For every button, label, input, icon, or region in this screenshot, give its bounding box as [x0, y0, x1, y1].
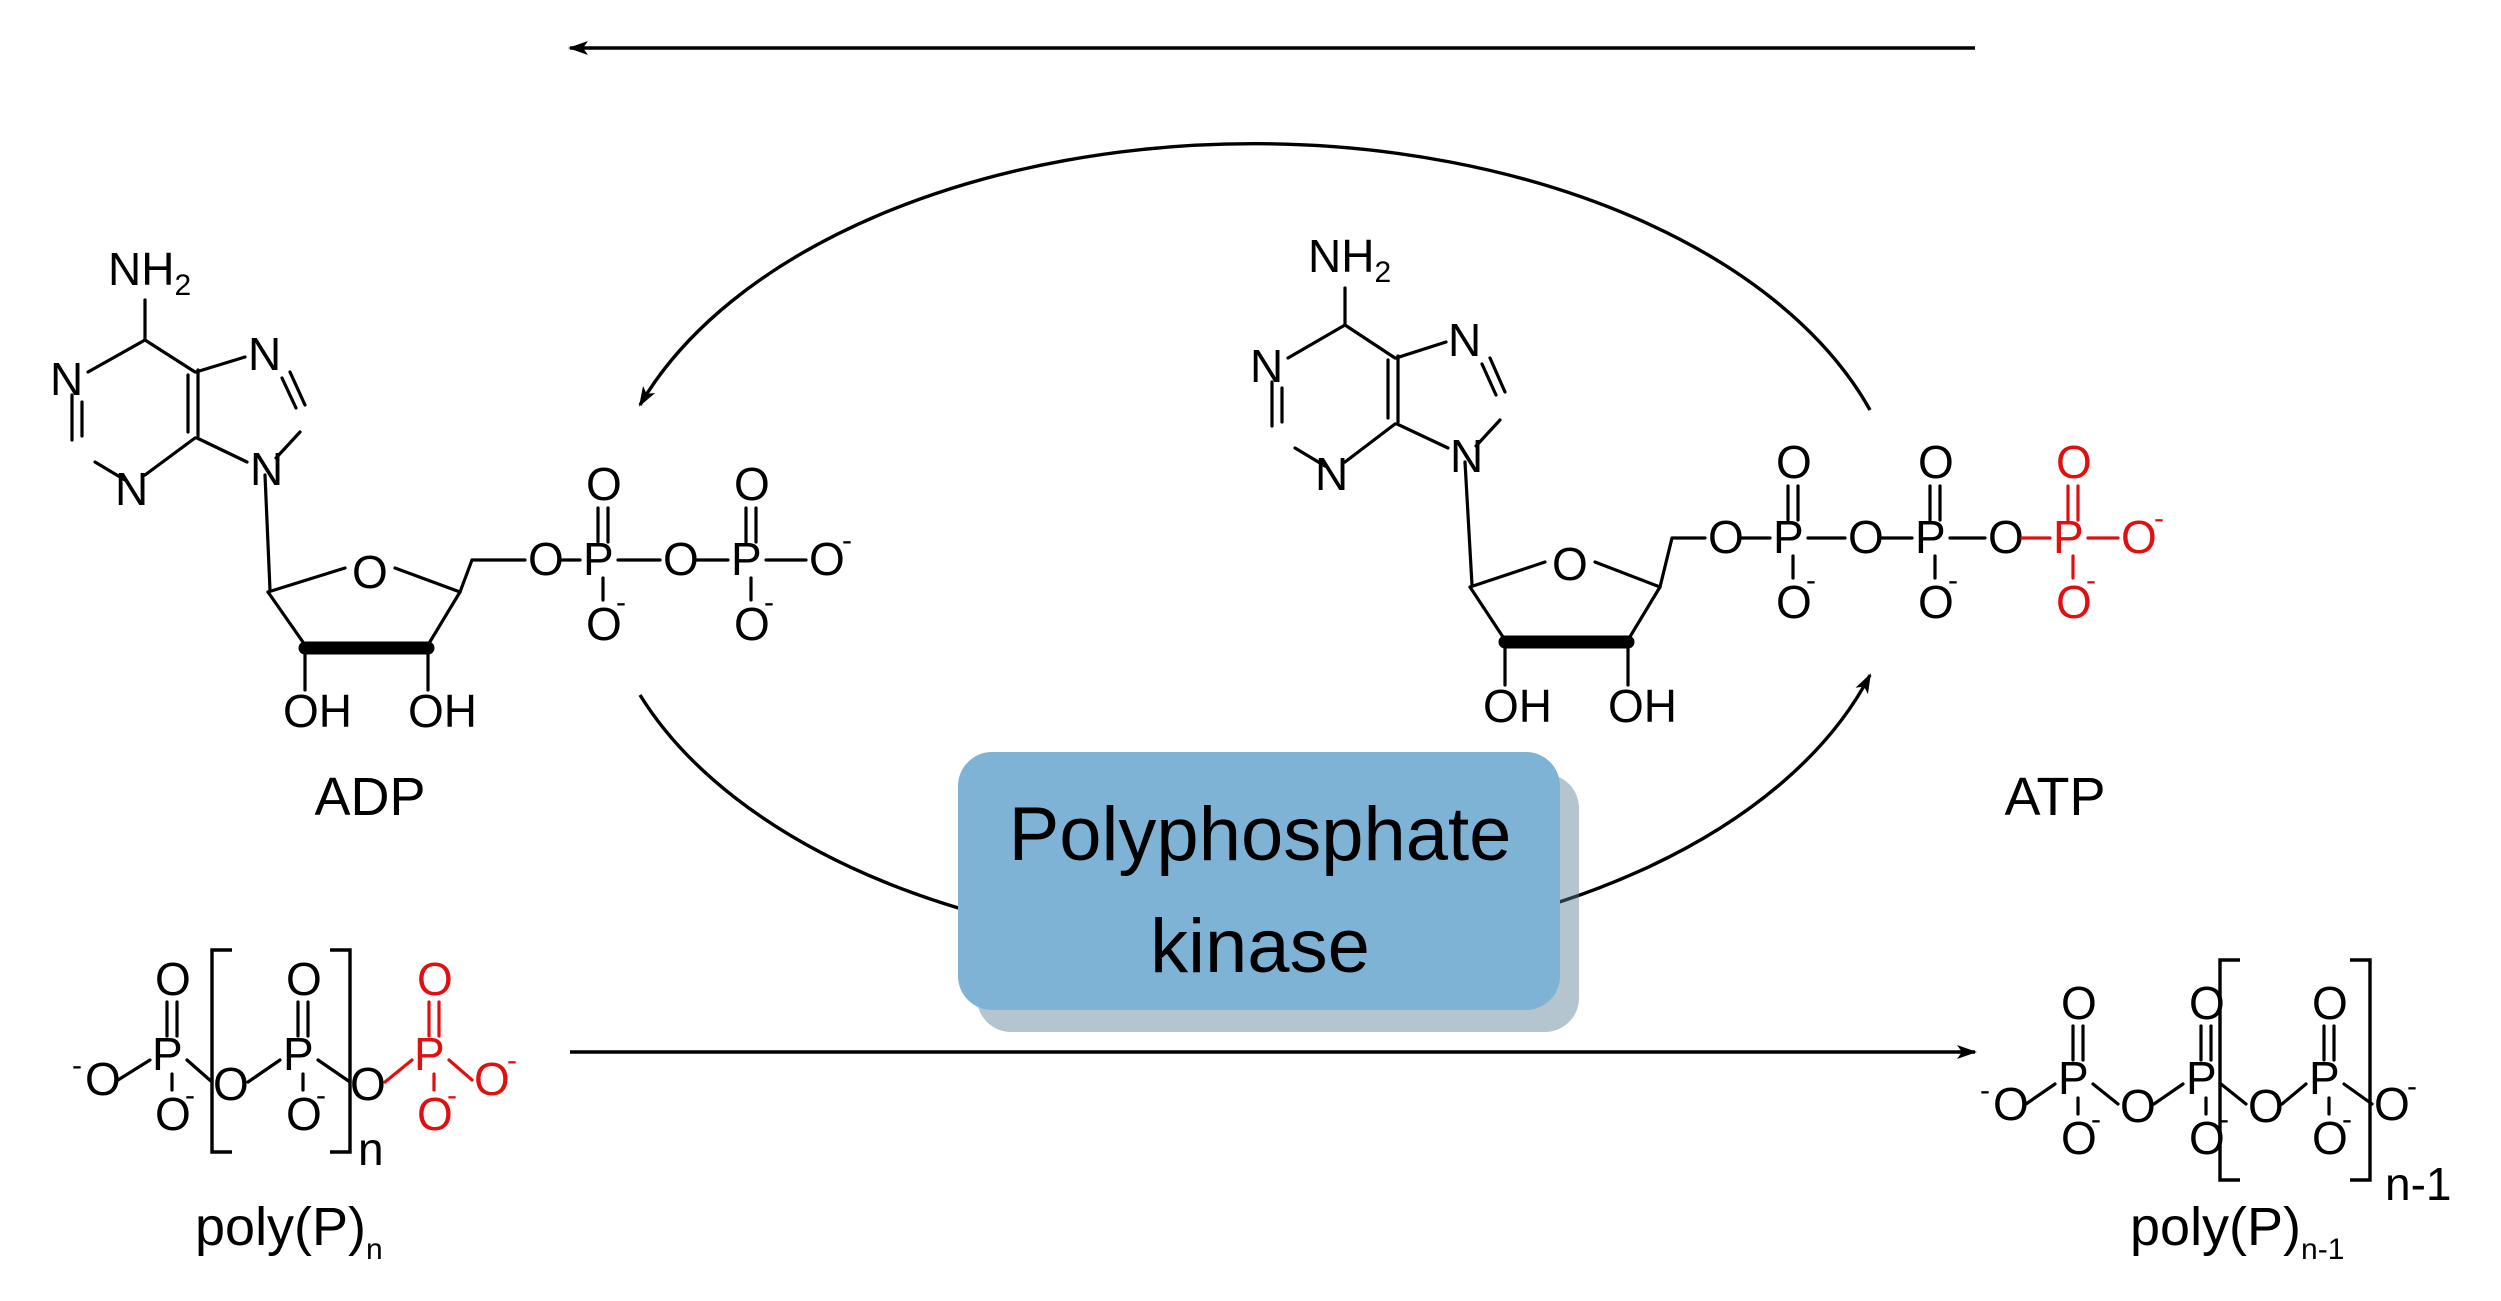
svg-text:O: O [2312, 977, 2348, 1029]
svg-text:O: O [286, 953, 322, 1005]
svg-text:O: O [2061, 977, 2097, 1029]
atp-molecule: NH2 N N N N O OH OH O P O [1250, 230, 2164, 827]
svg-text:NH2: NH2 [108, 243, 191, 302]
svg-text:O: O [586, 598, 622, 650]
svg-text:O: O [85, 1053, 121, 1105]
polyp-n-minus-1-left-bracket [2218, 958, 2240, 1182]
svg-text:-: - [72, 1049, 82, 1082]
adp-adenine-atoms: NH2 N N N N [50, 243, 283, 515]
enzyme-box: Polyphosphate kinase [958, 752, 1579, 1032]
polyp-n-molecule: - O P O O - O P O O - n O P O O [72, 948, 517, 1266]
svg-text:-: - [316, 1079, 326, 1112]
svg-text:O: O [734, 598, 770, 650]
svg-text:O: O [155, 1088, 191, 1140]
svg-text:N: N [50, 353, 83, 405]
enzyme-name-line2: kinase [1150, 904, 1370, 989]
svg-text:O: O [2056, 436, 2092, 488]
svg-text:O: O [474, 1053, 510, 1105]
upper-cycle-arc-arrow [638, 142, 1872, 411]
atp-label: ATP [2004, 767, 2105, 827]
svg-text:O: O [809, 533, 845, 585]
polyp-n-label: poly(P)n [195, 1197, 383, 1266]
svg-text:N: N [1448, 314, 1481, 366]
polyp-n-terminal-phosphate: P O O - O - [414, 953, 517, 1140]
atp-adenine-atoms: NH2 N N N N [1250, 230, 1483, 500]
svg-text:O: O [213, 1058, 249, 1110]
svg-text:O: O [155, 953, 191, 1005]
adp-ribose: O OH OH [263, 473, 527, 737]
svg-text:O: O [2248, 1080, 2284, 1132]
svg-text:n-1: n-1 [2385, 1158, 2451, 1210]
enzyme-name-line1: Polyphosphate [1009, 792, 1512, 877]
svg-text:O: O [352, 546, 388, 598]
svg-text:O: O [350, 1058, 386, 1110]
svg-text:O: O [1848, 511, 1884, 563]
svg-text:n: n [358, 1123, 384, 1175]
svg-text:-: - [507, 1044, 517, 1077]
atp-ribose: O OH OH [1463, 460, 1707, 732]
svg-text:-: - [185, 1079, 195, 1112]
adp-phosphates: O P O O - O P O O - O - [528, 458, 852, 650]
svg-text:-: - [1806, 564, 1816, 597]
svg-text:-: - [447, 1079, 457, 1112]
svg-text:N: N [248, 328, 281, 380]
svg-text:-: - [842, 524, 852, 557]
polyp-n-minus-1-molecule: - O P O O - O P O O - O P O O - O - n-1 [1980, 958, 2451, 1266]
svg-text:O: O [1993, 1078, 2029, 1130]
adp-label: ADP [314, 767, 425, 827]
atp-gamma-phosphate: P O O - O - [2053, 436, 2164, 628]
svg-text:O: O [417, 1088, 453, 1140]
svg-text:-: - [2091, 1103, 2101, 1136]
svg-text:O: O [734, 458, 770, 510]
svg-text:OH: OH [1608, 680, 1677, 732]
svg-text:O: O [528, 533, 564, 585]
svg-text:-: - [1948, 564, 1958, 597]
enzyme-box-background [958, 752, 1560, 1010]
polyp-n-right-bracket [330, 948, 352, 1154]
svg-text:O: O [1776, 576, 1812, 628]
svg-text:-: - [764, 586, 774, 619]
svg-text:O: O [663, 533, 699, 585]
svg-text:O: O [1708, 511, 1744, 563]
atp-phosphates: O P O O - O P O O - O P [1708, 436, 2164, 628]
svg-text:-: - [2154, 502, 2164, 535]
svg-text:OH: OH [408, 685, 477, 737]
svg-text:O: O [1776, 436, 1812, 488]
svg-text:-: - [616, 586, 626, 619]
svg-text:O: O [2312, 1112, 2348, 1164]
svg-text:O: O [2056, 576, 2092, 628]
svg-text:-: - [2086, 564, 2096, 597]
adp-adenine-bonds [70, 298, 307, 482]
svg-text:N: N [1315, 448, 1348, 500]
adp-molecule: NH2 N N N N O OH OH O P [50, 243, 852, 827]
svg-text:N: N [1250, 340, 1283, 392]
svg-text:O: O [286, 1088, 322, 1140]
svg-text:O: O [586, 458, 622, 510]
svg-text:O: O [1552, 538, 1588, 590]
polyp-n-left-bracket [210, 948, 232, 1154]
polyp-n-minus-1-right-bracket [2350, 958, 2372, 1182]
svg-text:OH: OH [1483, 680, 1552, 732]
svg-text:-: - [2407, 1070, 2417, 1103]
svg-text:O: O [1988, 511, 2024, 563]
svg-text:NH2: NH2 [1308, 230, 1391, 289]
atp-adenine-bonds [1270, 286, 1507, 468]
svg-text:O: O [1918, 436, 1954, 488]
svg-text:O: O [2374, 1078, 2410, 1130]
svg-text:-: - [2219, 1103, 2229, 1136]
svg-text:-: - [2342, 1103, 2352, 1136]
svg-text:O: O [417, 953, 453, 1005]
svg-text:O: O [2120, 1080, 2156, 1132]
polyp-n-minus-1-label: poly(P)n-1 [2130, 1197, 2344, 1266]
svg-text:O: O [2061, 1112, 2097, 1164]
svg-text:O: O [1918, 576, 1954, 628]
svg-text:O: O [2121, 511, 2157, 563]
svg-text:N: N [115, 463, 148, 515]
svg-text:-: - [1980, 1074, 1990, 1107]
svg-text:OH: OH [283, 685, 352, 737]
